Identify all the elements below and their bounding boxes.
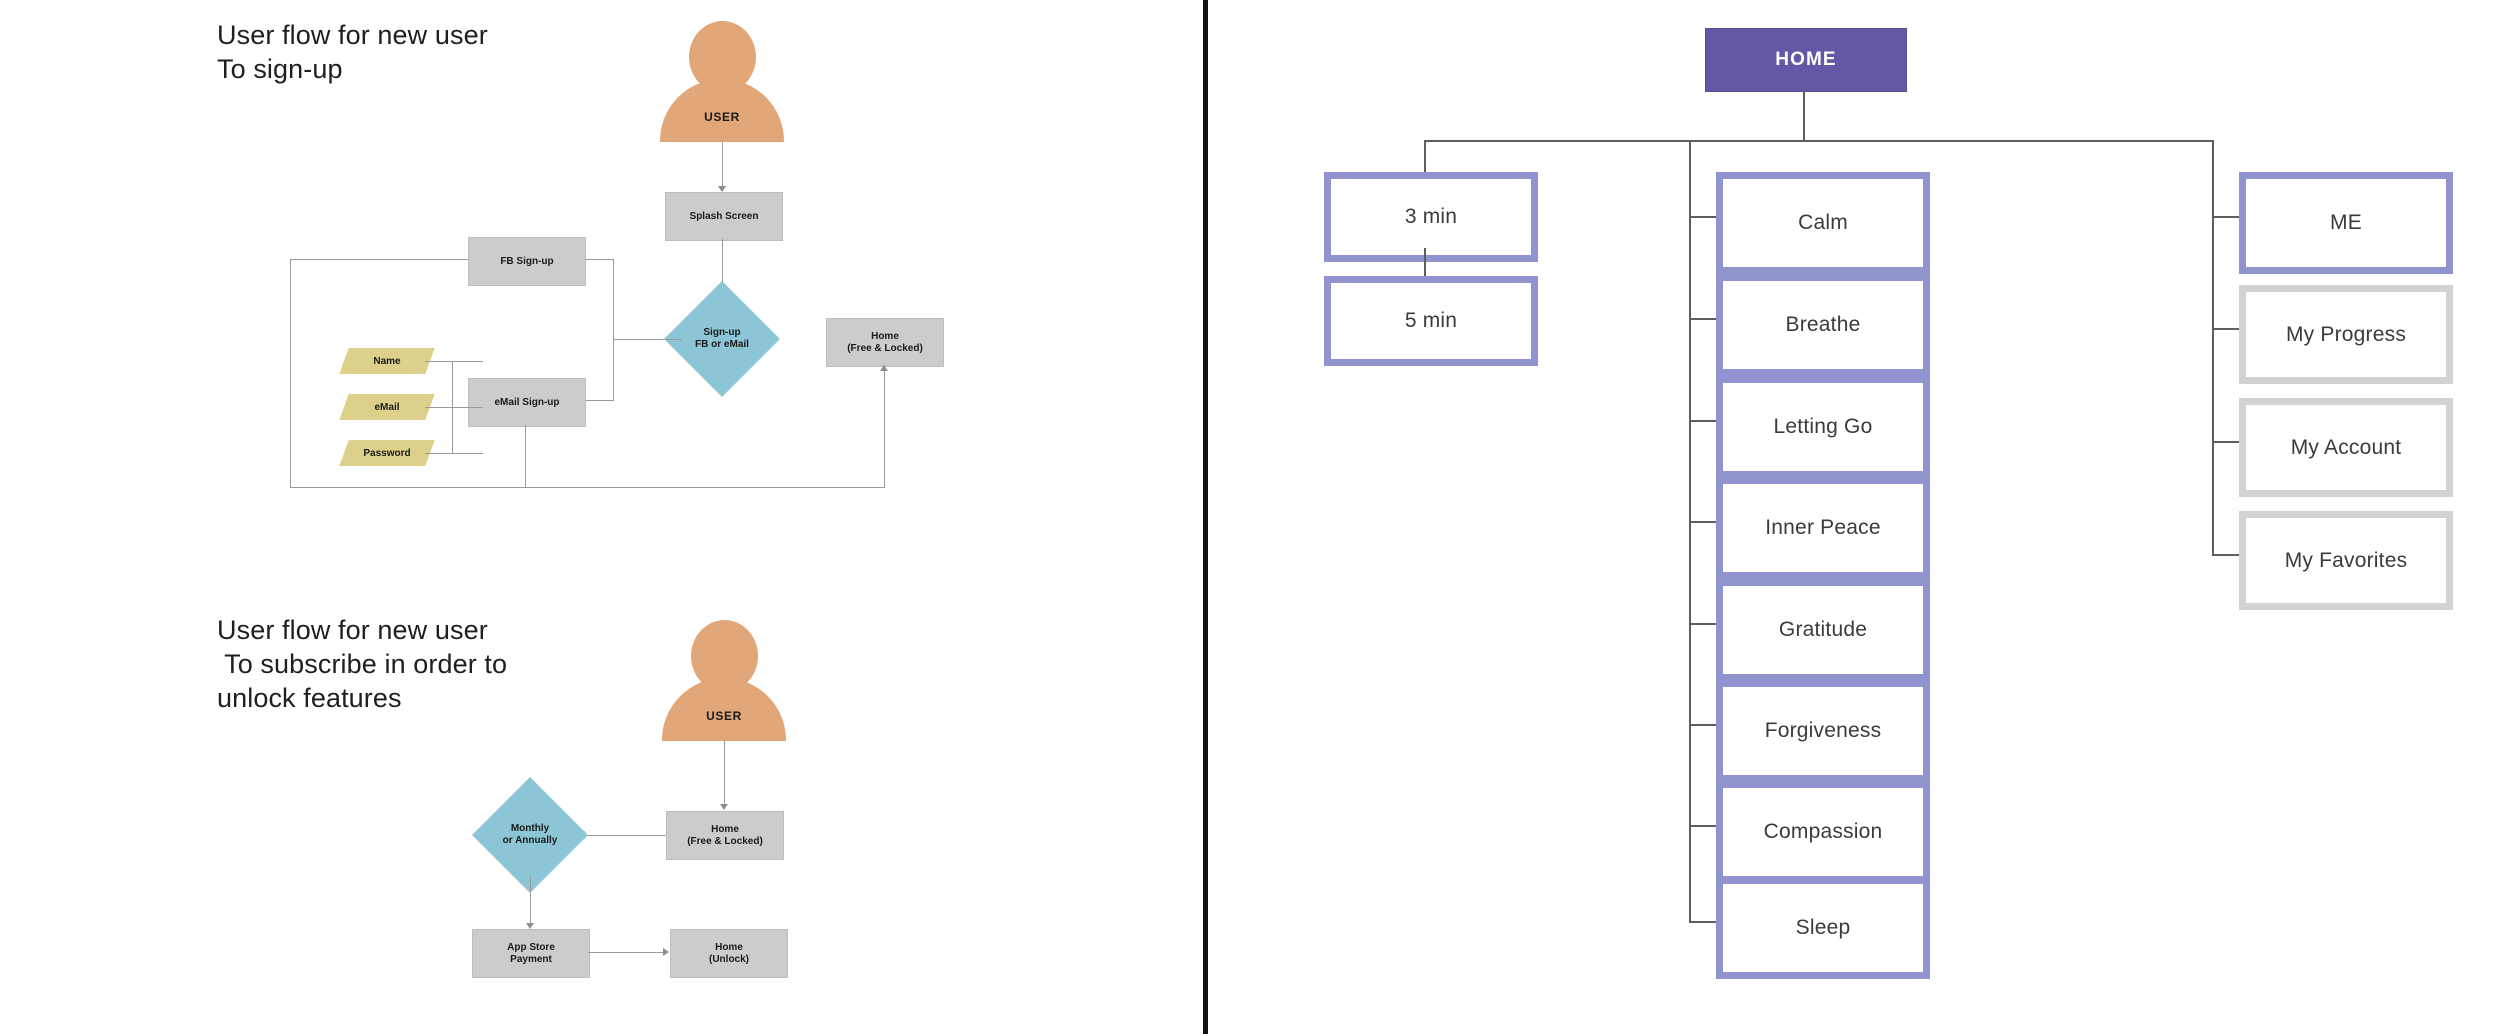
- node-email-signup[interactable]: eMail Sign-up: [468, 378, 586, 427]
- connector-decision-spine: [613, 259, 614, 400]
- connector-left-return-top: [290, 259, 468, 260]
- node-fb-signup[interactable]: FB Sign-up: [468, 237, 586, 286]
- node-home-unlock[interactable]: Home (Unlock): [670, 929, 788, 978]
- connector-to-home-spine: [884, 365, 885, 488]
- connector-inputs-spine: [452, 361, 453, 454]
- node-plan-decision-label: Monthly or Annually: [502, 823, 558, 846]
- connector-stub-my-account: [2212, 441, 2240, 443]
- connector-bottom-bus: [290, 487, 885, 488]
- panel-divider: [1203, 0, 1208, 1034]
- connector-payment-unlock: [588, 952, 664, 953]
- connector-stub-sleep: [1689, 921, 1717, 923]
- arrowhead-down: [718, 186, 726, 192]
- connector-spine-me: [2212, 140, 2214, 556]
- input-field-email-label: eMail: [374, 401, 400, 413]
- arrowhead-down: [720, 804, 728, 810]
- connector-stub-letting-go: [1689, 420, 1717, 422]
- connector-stub-compassion: [1689, 825, 1717, 827]
- sitemap-node-5-min[interactable]: 5 min: [1324, 276, 1538, 366]
- connector-root-stem: [1803, 90, 1805, 142]
- sitemap-node-my-favorites[interactable]: My Favorites: [2239, 511, 2453, 610]
- sitemap-node-gratitude[interactable]: Gratitude: [1716, 579, 1930, 681]
- connector-left-return-spine: [290, 259, 291, 488]
- connector-splash-decision: [722, 239, 723, 287]
- connector-stub-gratitude: [1689, 623, 1717, 625]
- connector-to-fb: [584, 259, 614, 260]
- connector-drop-duration: [1424, 140, 1426, 174]
- connector-stub-breathe: [1689, 318, 1717, 320]
- connector-spine-categories: [1689, 140, 1691, 922]
- persona-label: USER: [706, 709, 742, 723]
- connector-stub-forgiveness: [1689, 724, 1717, 726]
- connector-to-email: [584, 400, 614, 401]
- flow-subscribe-title: User flow for new user To subscribe in o…: [217, 615, 508, 713]
- connector-stub-me: [2212, 216, 2240, 218]
- arrowhead-right: [663, 948, 669, 956]
- input-field-name-label: Name: [373, 355, 401, 367]
- connector-password-bus: [425, 453, 483, 454]
- input-field-password-label: Password: [363, 447, 411, 459]
- arrowhead-down: [526, 923, 534, 929]
- node-signup-decision-label: Sign-up FB or eMail: [695, 327, 749, 350]
- sitemap-node-me[interactable]: ME: [2239, 172, 2453, 274]
- connector-email-down: [525, 425, 526, 488]
- connector-plan-payment: [530, 876, 531, 924]
- sitemap-root-home[interactable]: HOME: [1705, 28, 1907, 92]
- connector-email-bus: [425, 407, 483, 408]
- sitemap-node-letting-go[interactable]: Letting Go: [1716, 376, 1930, 478]
- connector-user-home: [724, 741, 725, 805]
- connector-3min-5min: [1424, 248, 1426, 276]
- node-app-store-payment[interactable]: App Store Payment: [472, 929, 590, 978]
- connector-user-splash: [722, 142, 723, 187]
- sitemap-node-forgiveness[interactable]: Forgiveness: [1716, 680, 1930, 782]
- sitemap-node-3-min[interactable]: 3 min: [1324, 172, 1538, 262]
- connector-home-plan: [585, 835, 666, 836]
- node-home-free-locked-2[interactable]: Home (Free & Locked): [666, 811, 784, 860]
- connector-stub-inner-peace: [1689, 521, 1717, 523]
- sitemap-node-breathe[interactable]: Breathe: [1716, 274, 1930, 376]
- sitemap-node-inner-peace[interactable]: Inner Peace: [1716, 477, 1930, 579]
- connector-stub-calm: [1689, 216, 1717, 218]
- sitemap-node-my-account[interactable]: My Account: [2239, 398, 2453, 497]
- sitemap-node-calm[interactable]: Calm: [1716, 172, 1930, 274]
- persona-label: USER: [704, 110, 740, 124]
- flow-signup-title: User flow for new user To sign-up: [217, 20, 488, 84]
- sitemap-node-my-progress[interactable]: My Progress: [2239, 285, 2453, 384]
- sitemap-node-compassion[interactable]: Compassion: [1716, 781, 1930, 883]
- connector-stub-my-favorites: [2212, 554, 2240, 556]
- connector-root-bus: [1424, 140, 2213, 142]
- connector-stub-my-progress: [2212, 328, 2240, 330]
- node-splash-screen[interactable]: Splash Screen: [665, 192, 783, 241]
- connector-decision-out: [613, 339, 682, 340]
- connector-name-bus: [425, 361, 483, 362]
- arrowhead-up: [880, 365, 888, 371]
- node-home-free-locked[interactable]: Home (Free & Locked): [826, 318, 944, 367]
- sitemap-node-sleep[interactable]: Sleep: [1716, 877, 1930, 979]
